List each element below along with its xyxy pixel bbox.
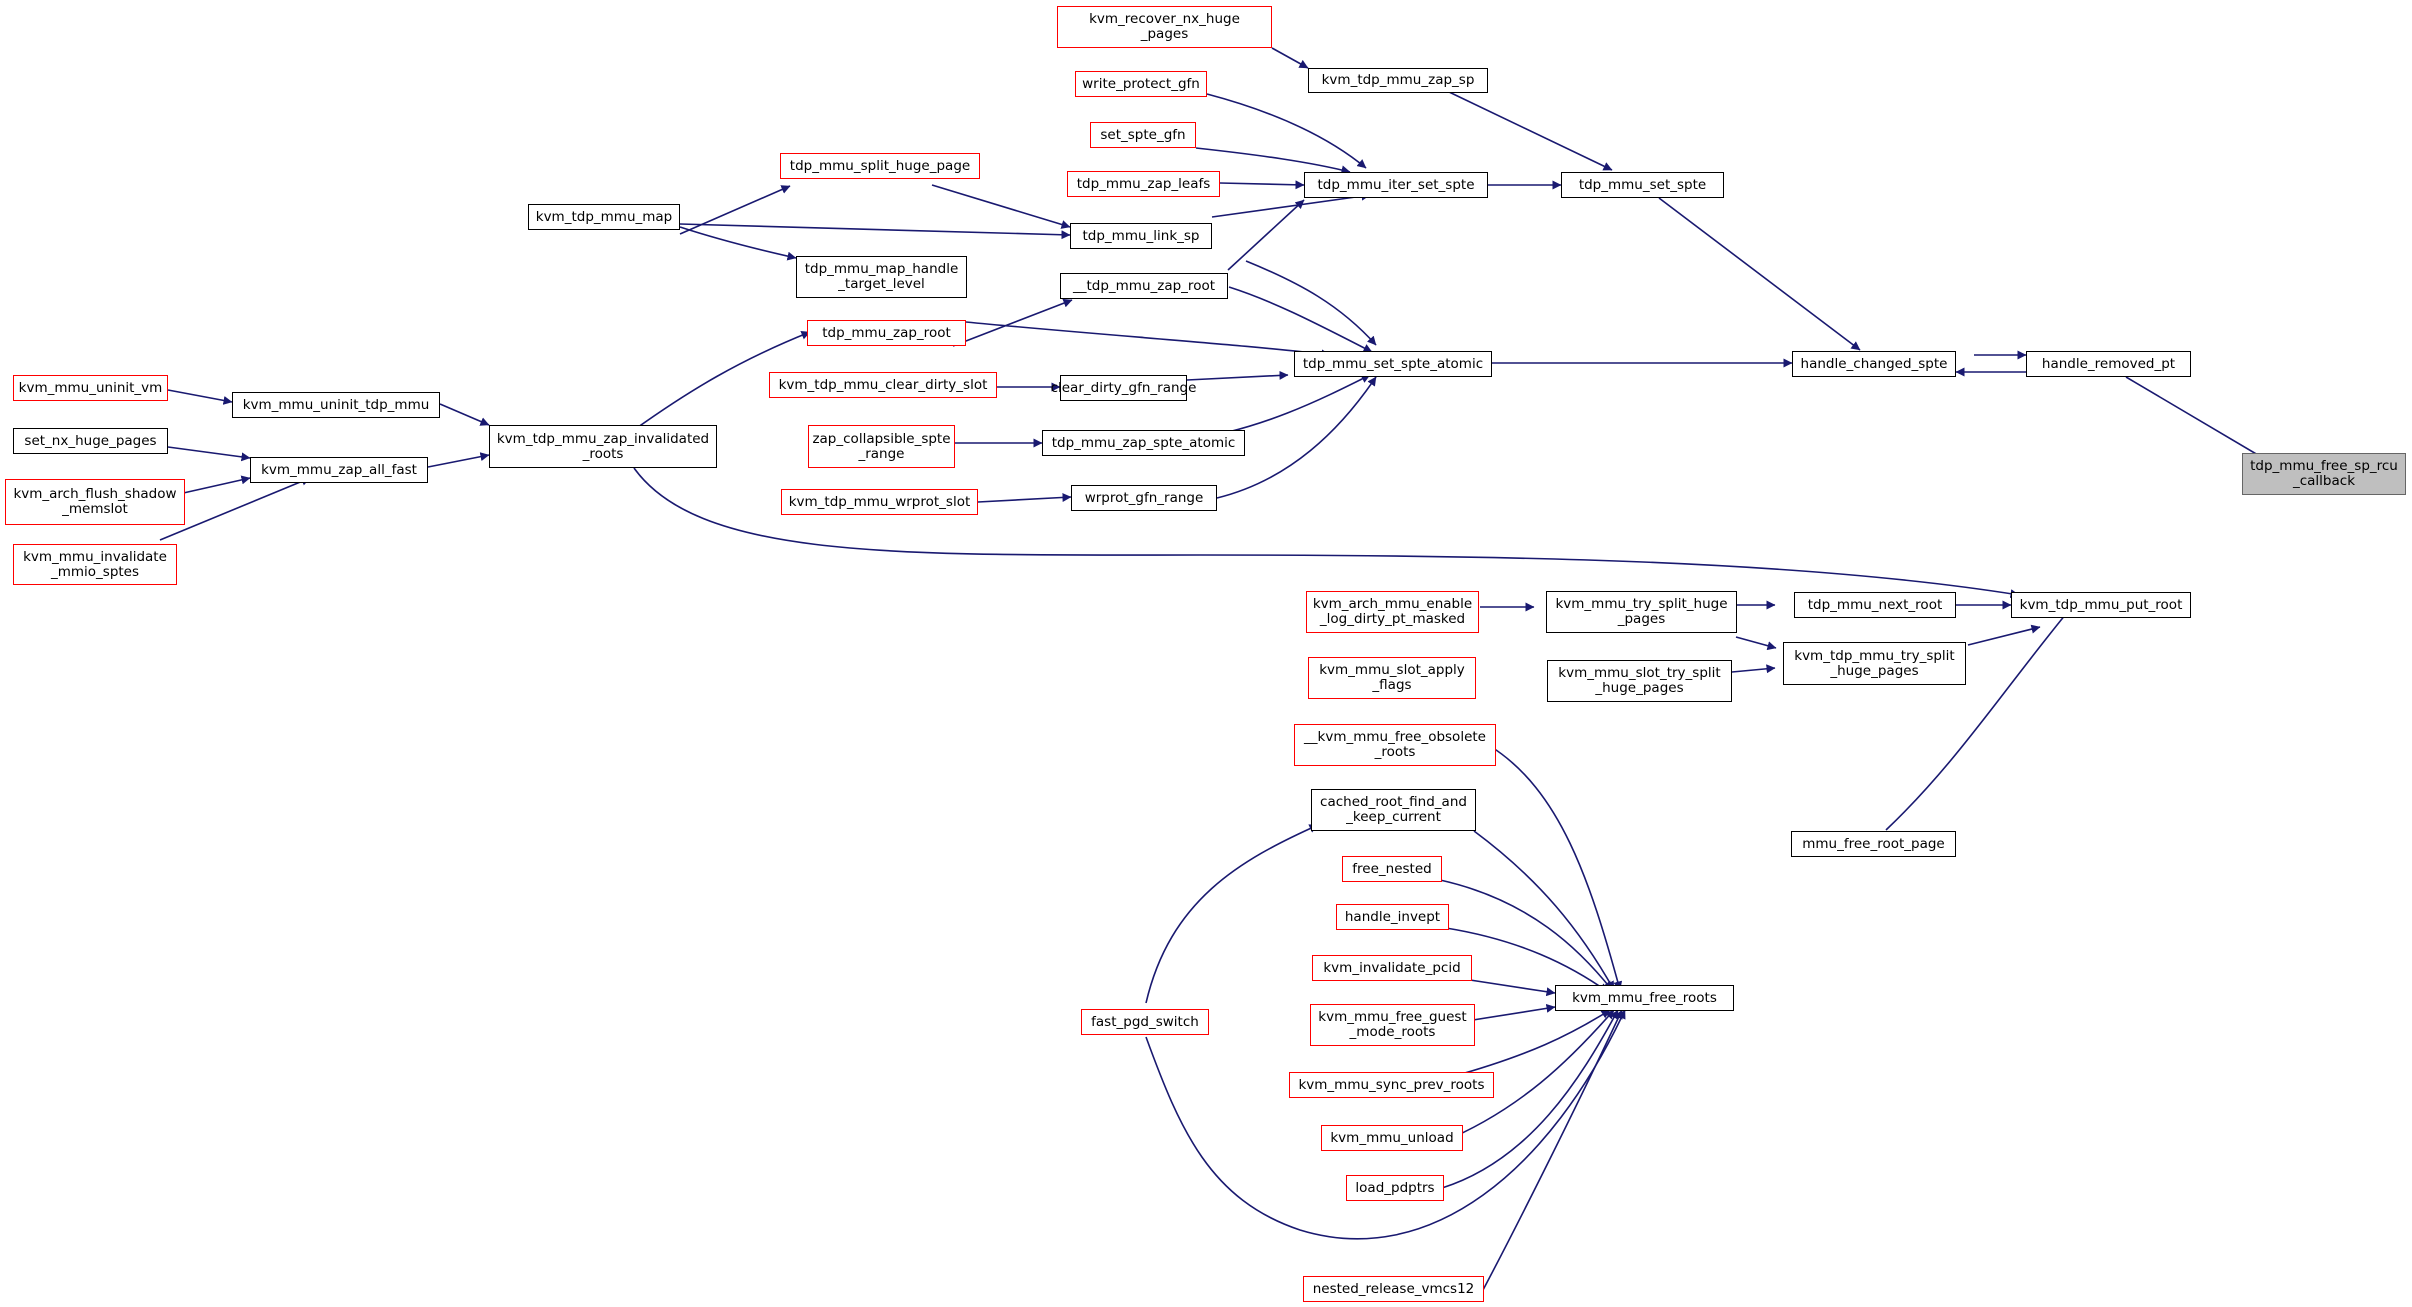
edge [1439,1009,1615,1144]
node-sync-prev[interactable]: kvm_mmu_sync_prev_roots [1289,1072,1494,1098]
node-set-spte[interactable]: tdp_mmu_set_spte [1561,172,1724,198]
edge [1445,927,1609,993]
node-removed[interactable]: handle_removed_pt [2026,351,2191,377]
edge [679,185,791,235]
edge [1439,879,1613,991]
edge [1219,180,1305,190]
node-put-root[interactable]: kvm_tdp_mmu_put_root [2011,592,2191,618]
node-atomic[interactable]: tdp_mmu_set_spte_atomic [1294,351,1492,377]
edge [1423,79,1613,171]
node-recover[interactable]: kvm_recover_nx_huge _pages [1057,6,1272,48]
node-set-nx[interactable]: set_nx_huge_pages [13,428,168,454]
edge [931,184,1071,229]
edge [1195,147,1351,175]
node-cached-root[interactable]: cached_root_find_and _keep_current [1311,789,1476,831]
edge [1731,664,1776,674]
node-free-sp[interactable]: tdp_mmu_free_sp_rcu _callback [2242,453,2406,495]
edge [1441,1009,1619,1189]
edge [1472,1003,1556,1021]
edge [1145,824,1319,1004]
node-wrprot-range[interactable]: wrprot_gfn_range [1071,485,1217,511]
node-zap-all[interactable]: kvm_mmu_zap_all_fast [250,457,428,483]
node-inv-pcid[interactable]: kvm_invalidate_pcid [1312,955,1472,981]
node-free-nested[interactable]: free_nested [1342,856,1442,882]
edge [439,403,490,426]
edge [1227,199,1305,271]
node-uzap-root[interactable]: __tdp_mmu_zap_root [1060,273,1228,299]
edge [2125,376,2281,469]
node-free-root-page[interactable]: mmu_free_root_page [1791,831,1956,857]
edge [1489,745,1623,991]
edge [679,223,1071,240]
edge [427,452,490,468]
node-handle-invept[interactable]: handle_invept [1336,904,1449,930]
edge [1735,636,1777,651]
node-try-split-huge[interactable]: kvm_mmu_try_split_huge _pages [1546,591,1737,633]
node-collapsible[interactable]: zap_collapsible_spte _range [808,425,955,468]
node-free-roots[interactable]: kvm_mmu_free_roots [1555,985,1734,1011]
node-clear-slot[interactable]: kvm_tdp_mmu_clear_dirty_slot [769,372,997,398]
edge [167,446,251,462]
node-iter-set[interactable]: tdp_mmu_iter_set_spte [1304,172,1488,198]
edge [1245,260,1377,346]
edge [952,298,1073,347]
node-wrprot-slot[interactable]: kvm_tdp_mmu_wrprot_slot [781,489,978,515]
edge [1473,830,1615,991]
node-next-root[interactable]: tdp_mmu_next_root [1794,592,1956,618]
node-changed[interactable]: handle_changed_spte [1792,351,1956,377]
edge [1216,376,1377,499]
edge [1482,1009,1623,1291]
edge [1967,624,2041,646]
edge [1271,47,1309,69]
node-map-handle[interactable]: tdp_mmu_map_handle _target_level [796,256,967,298]
edge [1206,93,1367,169]
edge [633,467,2020,599]
edge [1145,1009,1626,1240]
edge [977,492,1072,503]
node-flush-shadow[interactable]: kvm_arch_flush_shadow _memslot [5,479,185,525]
edge [167,389,233,405]
node-invalidate-mmio[interactable]: kvm_mmu_invalidate _mmio_sptes [13,544,177,585]
edge [1469,979,1556,997]
node-split-huge[interactable]: tdp_mmu_split_huge_page [780,153,980,179]
edge [1211,191,1371,218]
node-zap-inv[interactable]: kvm_tdp_mmu_zap_invalidated _roots [489,425,717,468]
node-fast-pgd[interactable]: fast_pgd_switch [1081,1009,1209,1035]
edge [679,226,797,261]
node-zap-leafs[interactable]: tdp_mmu_zap_leafs [1067,171,1220,197]
node-load-pdptrs[interactable]: load_pdptrs [1346,1175,1444,1201]
node-uninit-tdp[interactable]: kvm_mmu_uninit_tdp_mmu [232,392,440,418]
edge [633,330,811,431]
edge [1228,286,1373,353]
node-free-obsolete[interactable]: __kvm_mmu_free_obsolete _roots [1294,724,1496,766]
node-map[interactable]: kvm_tdp_mmu_map [528,204,680,230]
node-wpgfn[interactable]: write_protect_gfn [1075,71,1207,97]
edge [1658,197,1861,351]
node-zap-root[interactable]: tdp_mmu_zap_root [807,320,966,346]
edge [1186,370,1289,381]
edge [1450,1009,1611,1078]
node-slot-try-split[interactable]: kvm_mmu_slot_try_split _huge_pages [1547,660,1732,702]
node-enable-log[interactable]: kvm_arch_mmu_enable _log_dirty_pt_masked [1306,591,1479,633]
node-clear-range[interactable]: clear_dirty_gfn_range [1051,375,1196,401]
node-link-sp[interactable]: tdp_mmu_link_sp [1070,223,1212,249]
node-setgfn[interactable]: set_spte_gfn [1090,122,1196,148]
node-release-vmcs12[interactable]: nested_release_vmcs12 [1303,1276,1484,1302]
node-zap-sp[interactable]: kvm_tdp_mmu_zap_sp [1308,68,1488,93]
edge [159,477,311,541]
node-zap-atomic[interactable]: tdp_mmu_zap_spte_atomic [1042,430,1245,456]
edge [1885,596,2081,831]
edge [965,321,1331,359]
node-unload[interactable]: kvm_mmu_unload [1321,1125,1463,1151]
node-uninit-vm[interactable]: kvm_mmu_uninit_vm [13,375,168,401]
node-tdp-try-split[interactable]: kvm_tdp_mmu_try_split _huge_pages [1783,642,1966,685]
node-free-guest[interactable]: kvm_mmu_free_guest _mode_roots [1310,1004,1475,1046]
node-slot-apply[interactable]: kvm_mmu_slot_apply _flags [1308,657,1476,699]
